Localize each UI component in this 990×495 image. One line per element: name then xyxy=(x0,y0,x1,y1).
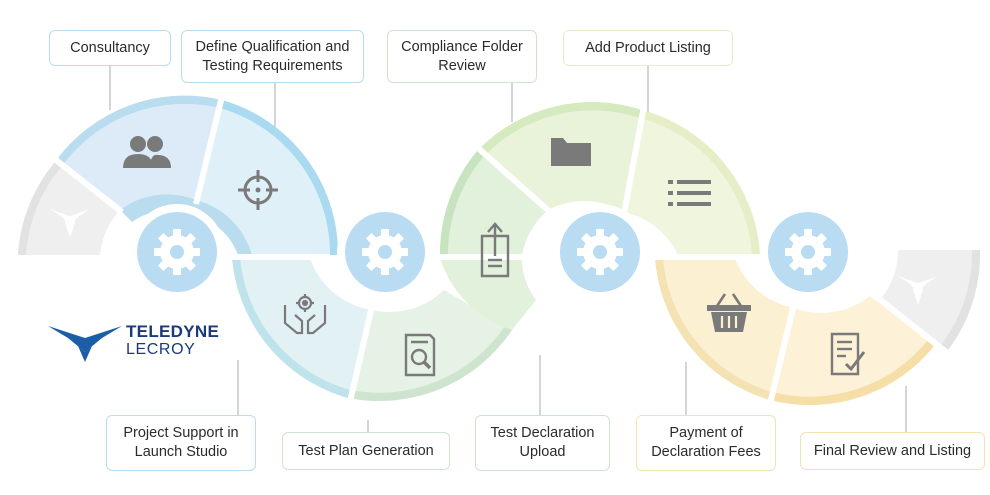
users-icon xyxy=(123,136,171,168)
target-icon xyxy=(238,170,278,210)
label-compliance-folder[interactable]: Compliance Folder Review xyxy=(387,30,537,83)
document-search-icon xyxy=(404,333,436,377)
checklist-icon xyxy=(830,332,866,376)
ghost-logo-left-icon xyxy=(50,209,90,238)
brand-name-line1: TELEDYNE xyxy=(126,322,220,341)
hub-1[interactable] xyxy=(129,204,225,300)
gear-icon xyxy=(785,229,831,275)
segment-define-rim xyxy=(220,100,339,255)
document-upload-icon xyxy=(480,222,510,278)
label-test-declaration[interactable]: Test Declaration Upload xyxy=(475,415,610,471)
segment-consultancy-rim xyxy=(55,95,222,166)
segment-separators xyxy=(54,95,948,405)
hub-4[interactable] xyxy=(760,204,856,300)
segment-add-listing-rim xyxy=(640,110,760,255)
label-add-product-listing[interactable]: Add Product Listing xyxy=(563,30,733,66)
gear-icon xyxy=(362,229,408,275)
ghost-logo-right-icon xyxy=(898,276,938,305)
ghost-segment-right-rim xyxy=(941,250,981,350)
label-define-qualification[interactable]: Define Qualification and Testing Require… xyxy=(181,30,364,83)
label-project-support[interactable]: Project Support in Launch Studio xyxy=(106,415,256,471)
segment-test-plan[interactable] xyxy=(348,290,512,402)
label-test-plan[interactable]: Test Plan Generation xyxy=(282,432,450,470)
gear-hands-icon xyxy=(283,294,327,335)
brand-name-line2: LECROY xyxy=(126,341,196,358)
segment-test-declaration-lower xyxy=(440,258,536,330)
list-icon xyxy=(668,180,711,206)
segment-final-review-rim xyxy=(770,340,935,406)
segment-test-plan-rim xyxy=(348,326,512,402)
label-payment[interactable]: Payment of Declaration Fees xyxy=(636,415,776,471)
folder-icon xyxy=(551,138,591,166)
label-consultancy[interactable]: Consultancy xyxy=(49,30,171,66)
teledyne-logo-icon xyxy=(48,326,122,362)
segment-test-declaration-rim xyxy=(439,150,484,255)
segment-define[interactable] xyxy=(196,100,339,255)
gear-icon xyxy=(577,229,623,275)
segment-compliance-rim xyxy=(478,102,642,156)
segment-project-support-rim xyxy=(232,258,350,398)
hub-2[interactable] xyxy=(337,204,433,300)
gear-icon xyxy=(154,229,200,275)
label-final-review[interactable]: Final Review and Listing xyxy=(800,432,985,470)
brand-logo: TELEDYNE LECROY xyxy=(48,322,228,362)
basket-icon xyxy=(707,293,751,332)
segment-define-inner xyxy=(192,200,252,255)
segment-payment-rim xyxy=(655,258,772,400)
hub-3[interactable] xyxy=(552,204,648,300)
ghost-segment-left-rim xyxy=(18,162,62,255)
leader-lines xyxy=(109,66,907,432)
